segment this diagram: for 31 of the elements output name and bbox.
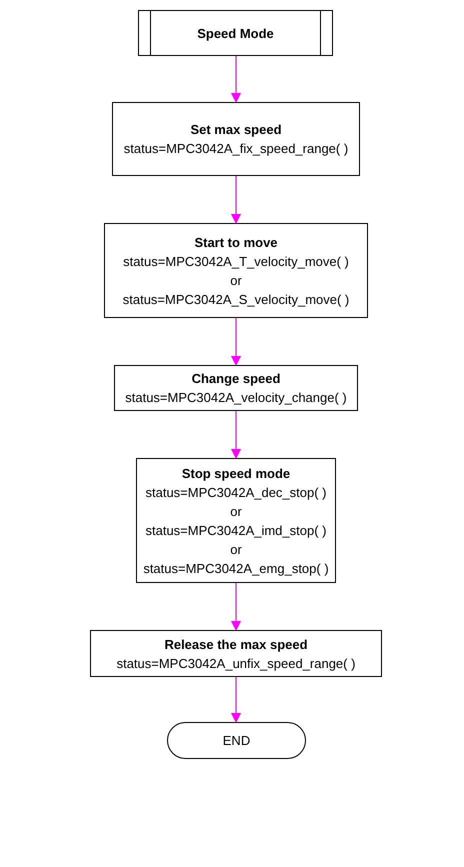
process-box <box>112 102 360 176</box>
box-text: status=MPC3042A_T_velocity_move( ) <box>123 252 349 270</box>
box-text: status=MPC3042A_dec_stop( ) <box>145 484 327 502</box>
terminal-box <box>167 722 306 759</box>
predefined-process-box <box>138 10 333 56</box>
box-heading: Stop speed mode <box>182 464 290 482</box>
arrow <box>231 582 241 631</box>
box-text: status=MPC3042A_emg_stop( ) <box>143 560 329 578</box>
box-text: or <box>230 502 242 520</box>
box-text: status=MPC3042A_S_velocity_move( ) <box>122 290 350 308</box>
box-text: or <box>230 540 242 558</box>
arrow <box>231 318 241 366</box>
arrow <box>231 56 241 103</box>
process-box <box>104 223 368 318</box>
box-text: status=MPC3042A_unfix_speed_range( ) <box>116 654 356 672</box>
box-heading: Release the max speed <box>164 636 308 654</box>
arrow <box>231 410 241 459</box>
process-box <box>90 630 382 677</box>
process-box <box>136 458 336 583</box>
process-box <box>114 365 358 411</box>
box-text: status=MPC3042A_fix_speed_range( ) <box>124 140 348 158</box>
box-heading: Change speed <box>192 370 280 388</box>
box-text: status=MPC3042A_imd_stop( ) <box>145 522 326 540</box>
arrow <box>231 176 241 224</box>
box-text: or <box>230 272 242 290</box>
box-text: status=MPC3042A_velocity_change( ) <box>125 389 347 407</box>
arrow <box>231 676 241 723</box>
box-heading: Set max speed <box>190 121 282 139</box>
box-heading: Start to move <box>194 234 278 252</box>
box-heading: Speed Mode <box>197 24 274 42</box>
box-text: END <box>222 732 250 750</box>
